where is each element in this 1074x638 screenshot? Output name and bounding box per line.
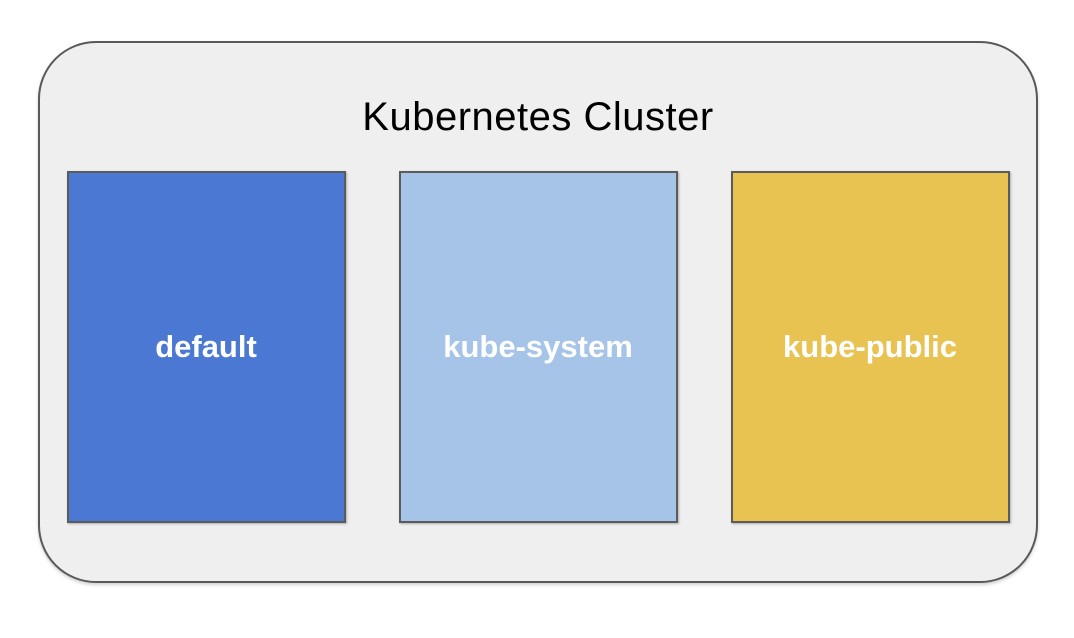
namespace-box-kube-public: kube-public — [730, 171, 1010, 523]
namespace-label-kube-system: kube-system — [443, 329, 633, 364]
namespace-row: default kube-system kube-public — [40, 171, 1036, 523]
namespace-label-default: default — [155, 329, 257, 364]
namespace-box-kube-system: kube-system — [398, 171, 678, 523]
namespace-box-default: default — [66, 171, 346, 523]
cluster-title: Kubernetes Cluster — [362, 95, 714, 139]
namespace-label-kube-public: kube-public — [783, 329, 957, 364]
kubernetes-cluster-container: Kubernetes Cluster default kube-system k… — [38, 41, 1038, 583]
